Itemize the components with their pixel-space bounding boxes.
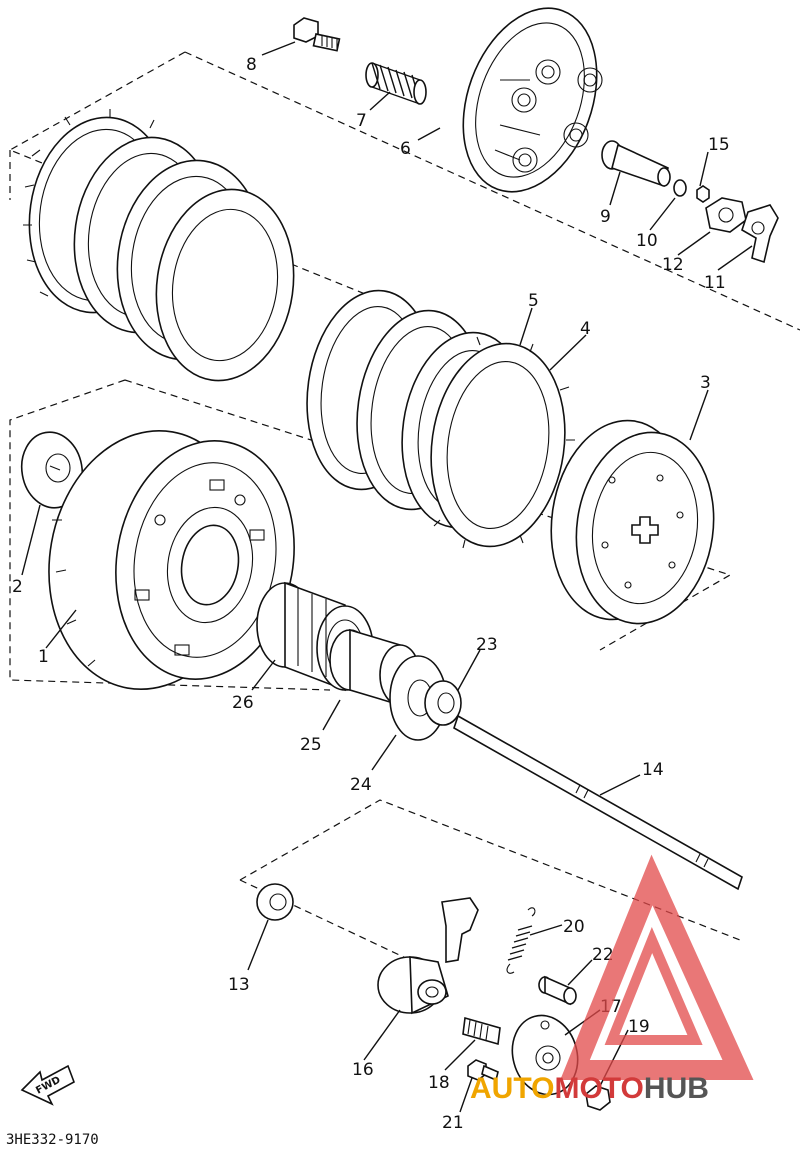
part-18-stud [462, 1016, 501, 1046]
label-part-23: 23 [476, 635, 498, 655]
label-part-14: 14 [642, 760, 664, 780]
part-2-thrust-washer [20, 431, 84, 509]
label-part-4: 4 [580, 319, 591, 339]
label-part-26: 26 [232, 693, 254, 713]
part-23-washer [424, 680, 462, 726]
part-16-release-lever [377, 897, 479, 1015]
label-part-15: 15 [708, 135, 730, 155]
label-part-18: 18 [428, 1073, 450, 1093]
label-part-3: 3 [700, 373, 711, 393]
label-part-5: 5 [528, 291, 539, 311]
part-15-ring [696, 185, 710, 203]
watermark-hub: HUB [644, 1072, 709, 1105]
label-part-6: 6 [400, 139, 411, 159]
watermark-auto: AUTO [470, 1072, 554, 1105]
label-part-11: 11 [704, 273, 726, 293]
part-3-clutch-boss [550, 419, 715, 625]
part-21-bolt [467, 1059, 499, 1082]
part-13-oil-seal [256, 883, 294, 921]
part-8-bolt [293, 17, 341, 52]
part-9-push-rod [601, 140, 671, 188]
fwd-arrow-icon: FWD [20, 1064, 75, 1106]
label-part-8: 8 [246, 55, 257, 75]
label-part-12: 12 [662, 255, 684, 275]
part-1-clutch-housing [48, 430, 295, 690]
part-10-washer [673, 179, 687, 197]
label-part-9: 9 [600, 207, 611, 227]
label-part-16: 16 [352, 1060, 374, 1080]
label-part-1: 1 [38, 647, 49, 667]
part-11-lock-washer [741, 204, 779, 264]
label-part-7: 7 [356, 111, 367, 131]
label-part-10: 10 [636, 231, 658, 251]
watermark-triangle-icon [560, 854, 754, 1080]
part-26-needle-bearing [256, 581, 374, 692]
label-part-21: 21 [442, 1113, 464, 1133]
clutch-plates-upper [23, 109, 295, 382]
part-14-push-rod [453, 714, 743, 891]
part-17-release-cam [511, 1014, 579, 1096]
part-12-nut [705, 197, 747, 233]
watermark-moto: MOTO [554, 1072, 643, 1105]
label-part-22: 22 [592, 945, 614, 965]
svg-text:AUTOMOTOHUB: AUTOMOTOHUB [470, 1072, 709, 1105]
group-outlines [8, 51, 800, 961]
label-part-19: 19 [628, 1017, 650, 1037]
part-7-spring [365, 62, 427, 105]
part-20-spring [506, 907, 536, 974]
drawing-code: 3HE332-9170 [6, 1132, 99, 1148]
label-part-20: 20 [563, 917, 585, 937]
label-part-2: 2 [12, 577, 23, 597]
label-part-13: 13 [228, 975, 250, 995]
part-6-pressure-plate [462, 7, 603, 193]
part-number-labels: 1 2 3 4 5 6 7 8 9 10 11 12 13 14 15 16 1… [12, 55, 730, 1133]
part-4-friction-plate [430, 336, 575, 549]
part-22-pin [538, 975, 577, 1006]
automotohub-watermark: AUTOMOTOHUB [470, 854, 754, 1105]
label-part-24: 24 [350, 775, 372, 795]
label-part-25: 25 [300, 735, 322, 755]
part-19-nut [585, 1085, 611, 1111]
